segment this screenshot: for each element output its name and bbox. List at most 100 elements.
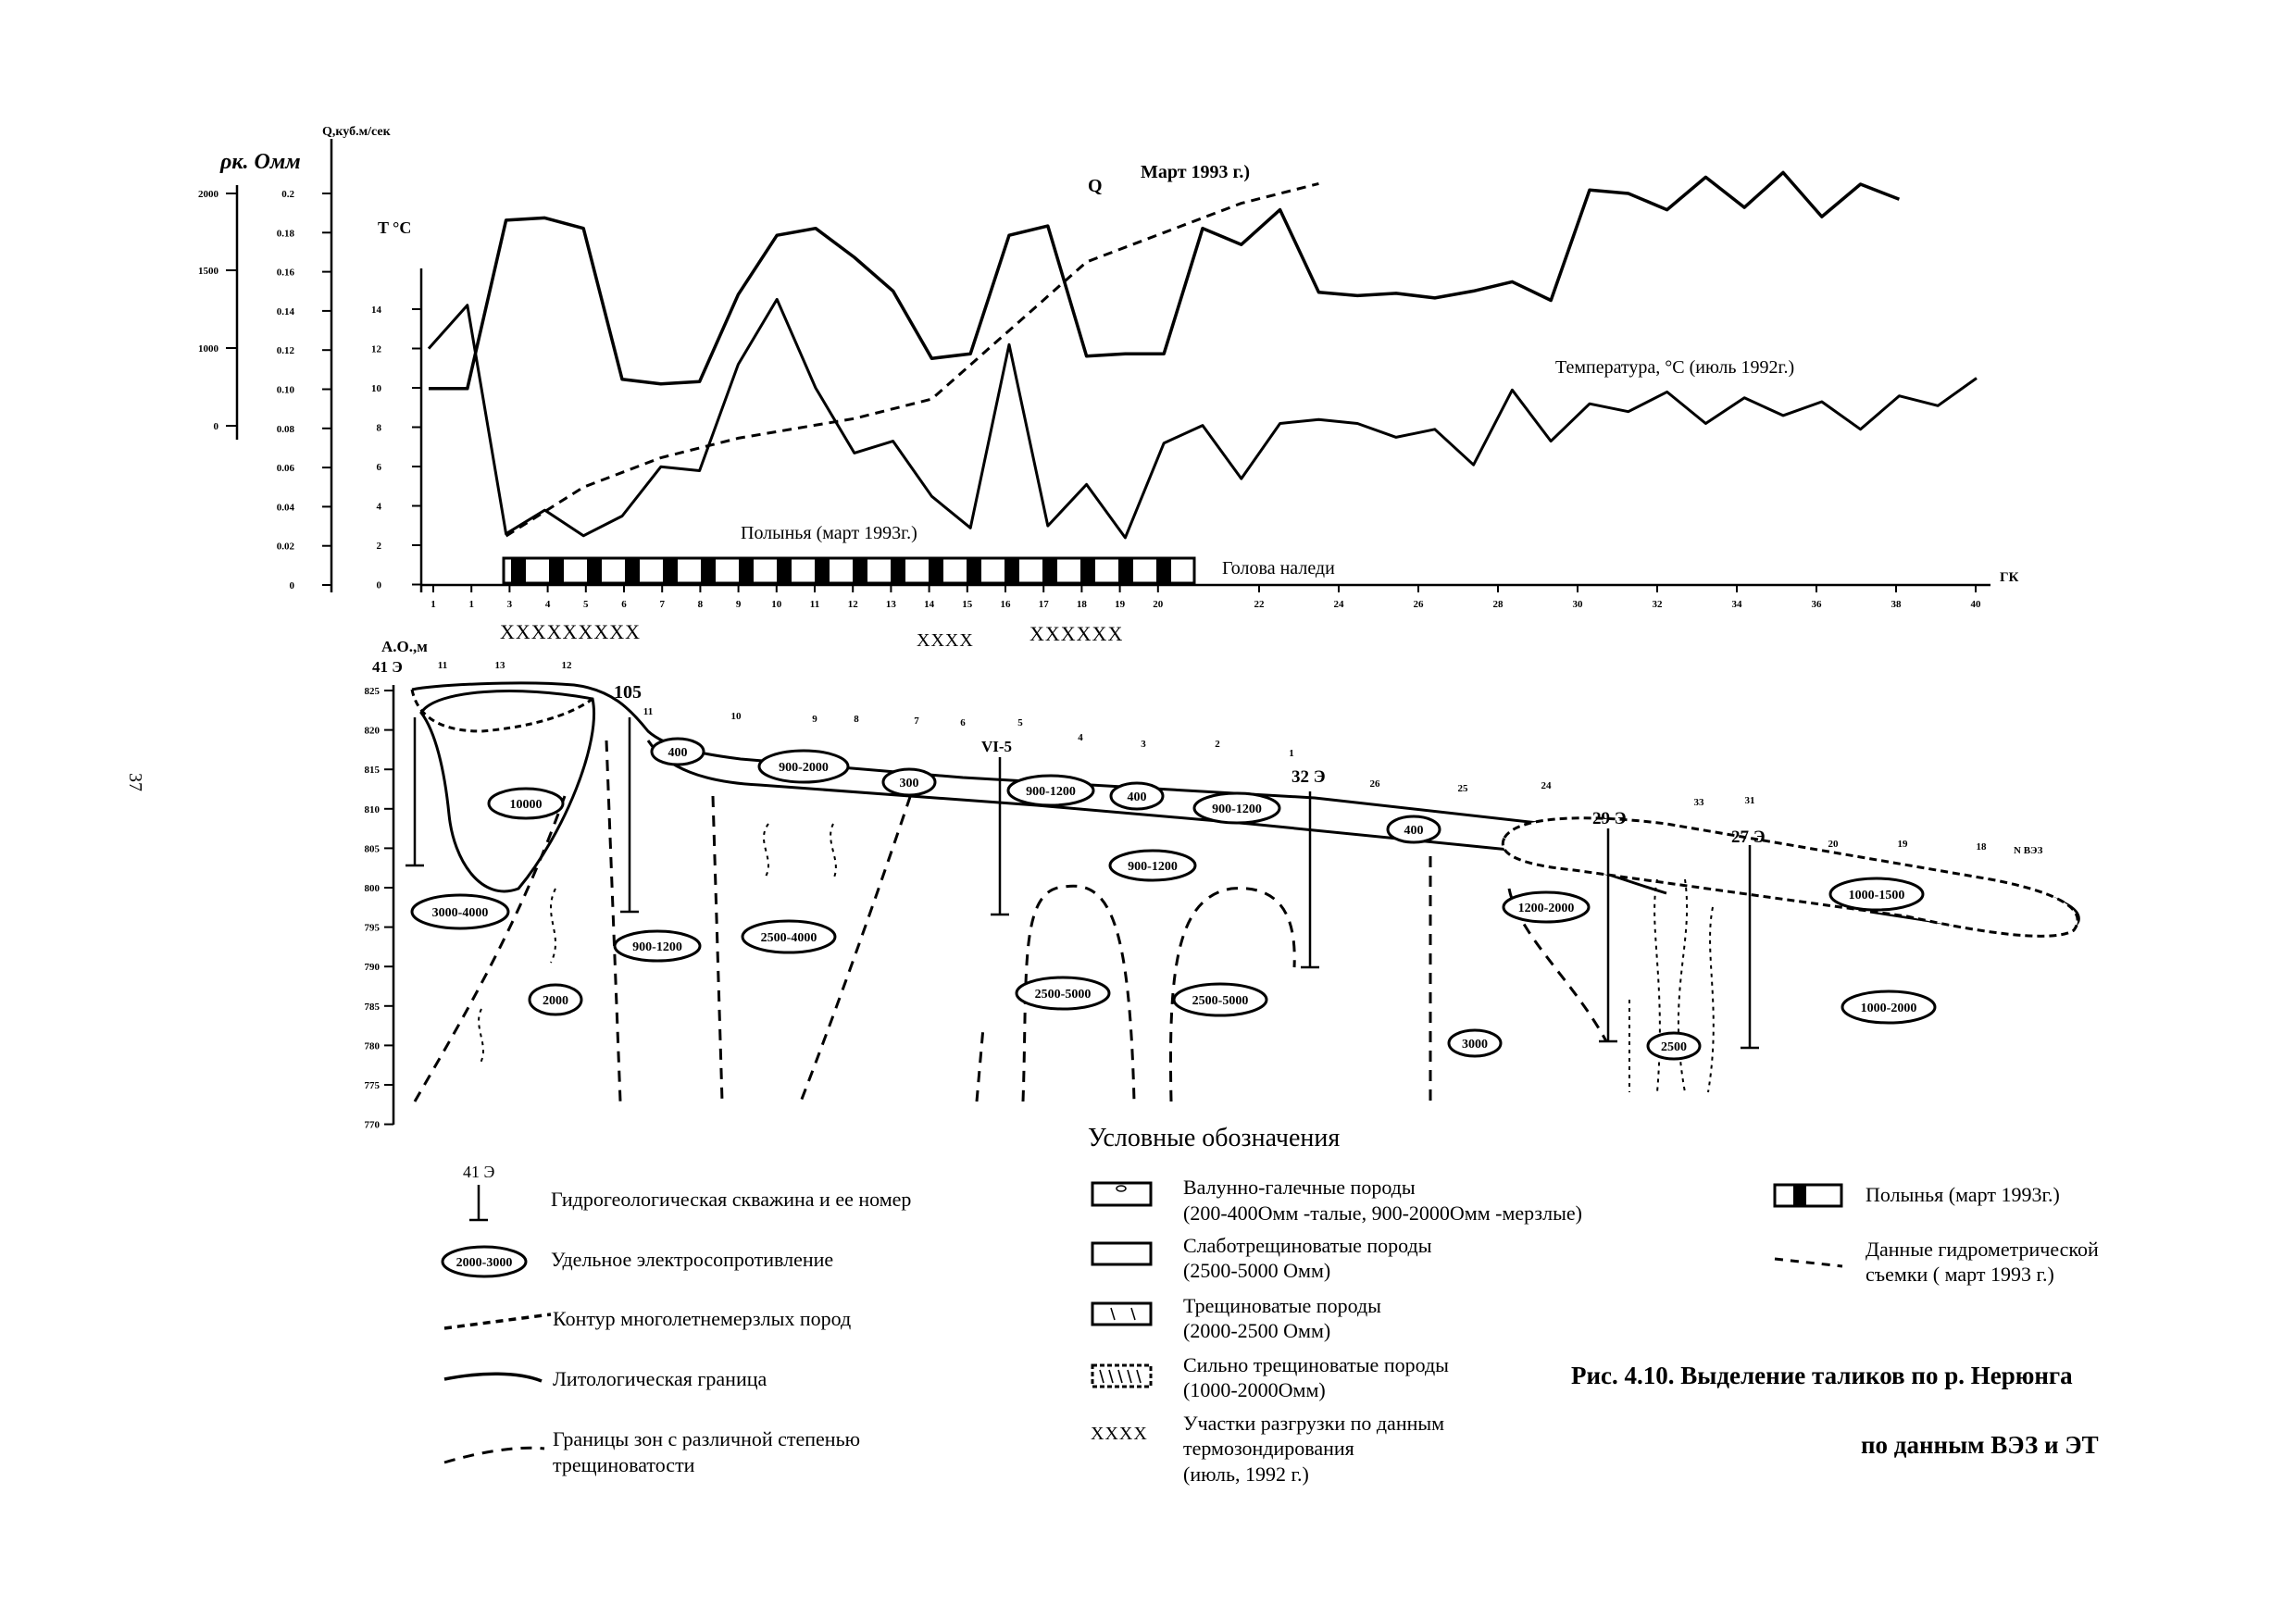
polynya-blocks: [511, 558, 1171, 583]
svg-text:900-1200: 900-1200: [1212, 803, 1262, 816]
svg-text:900-1200: 900-1200: [1026, 785, 1076, 799]
gk-tick-label: 24: [1334, 599, 1345, 610]
gk-tick-label: 32: [1653, 599, 1664, 610]
resistivity-value: 900-1200: [1006, 774, 1095, 807]
gk-tick-label: 18: [1077, 599, 1088, 610]
svg-text:300: 300: [900, 777, 919, 790]
gk-tick-label: 38: [1891, 599, 1903, 610]
legend-hydro-text-1: Данные гидрометрической: [1866, 1238, 2099, 1261]
t-tick-label: 8: [377, 423, 382, 434]
gk-tick-label: 40: [1971, 599, 1982, 610]
legend-resistivity-text: Удельное электросопротивление: [551, 1248, 833, 1271]
q-tick-label: 0.18: [277, 228, 295, 239]
section-y-tick-label: 775: [365, 1080, 381, 1091]
gk-tick-label: 30: [1573, 599, 1584, 610]
legend-discharge-text-2: термозондирования: [1183, 1437, 1354, 1460]
svg-text:3000: 3000: [1462, 1038, 1488, 1052]
section-y-tick-label: 815: [365, 765, 381, 776]
legend-frac-icon: [1091, 1301, 1153, 1326]
svg-text:2500-4000: 2500-4000: [761, 931, 817, 945]
well-label-29E: 29 Э: [1592, 809, 1627, 828]
q-axis-label: Q,куб.м/сек: [322, 125, 392, 139]
legend-hydro-icon: [1774, 1257, 1843, 1268]
ves-point-label: 11: [643, 706, 653, 717]
naled-label: Голова наледи: [1222, 558, 1335, 579]
legend-polynya-icon: [1773, 1183, 1843, 1208]
resistivity-value: 900-1200: [613, 929, 702, 963]
polynya-label: Полынья (март 1993г.): [741, 523, 917, 543]
resistivity-value: 3000-4000: [410, 893, 510, 930]
ves-point-label: 18: [1977, 841, 1988, 853]
q-line-label: Q: [1088, 176, 1103, 196]
section-y-tick-label: 820: [365, 726, 381, 737]
svg-text:1200-2000: 1200-2000: [1518, 902, 1575, 915]
gk-tick-label: 22: [1254, 599, 1266, 610]
resistivity-value: 2500-5000: [1172, 982, 1268, 1017]
q-tick-label: 0.08: [277, 424, 295, 435]
ves-point-label: 8: [854, 714, 859, 725]
ves-point-label: 33: [1694, 797, 1705, 808]
rho-axis-label: ρк. Омм: [219, 150, 301, 174]
q-tick-label: 0.06: [277, 463, 295, 474]
legend-polynya-text: Полынья (март 1993г.): [1866, 1183, 2060, 1206]
series-line-temperature: [427, 297, 1978, 540]
svg-text:2500: 2500: [1661, 1040, 1687, 1054]
gk-tick-label: 10: [771, 599, 782, 610]
ves-point-label: 1: [1289, 748, 1294, 759]
gk-tick-label: 5: [583, 599, 589, 610]
gk-tick-label: 11: [810, 599, 819, 610]
resistivity-value: 2500-5000: [1015, 976, 1111, 1011]
well-41E: 41 Э: [372, 658, 424, 867]
section-y-tick-label: 790: [365, 962, 381, 973]
gk-tick-label: 9: [736, 599, 742, 610]
well-VI-5: VI-5: [981, 738, 1012, 916]
resistivity-values: 100003000-4000900-12002000400900-2000300…: [410, 737, 1937, 1061]
resistivity-value: 400: [1109, 781, 1165, 811]
legend: Условные обозначения 41 Э Гидрогеологиче…: [441, 1124, 2099, 1486]
gk-tick-label: 13: [886, 599, 897, 610]
svg-text:1000-2000: 1000-2000: [1861, 1002, 1917, 1015]
gk-tick-label: 34: [1732, 599, 1743, 610]
march-label: Март 1993 г.): [1141, 162, 1250, 182]
gk-tick-label: 7: [659, 599, 665, 610]
ves-point-label: 2: [1215, 739, 1220, 750]
legend-strong-text-1: Сильно трещиноватые породы: [1183, 1353, 1449, 1376]
svg-text:2500-5000: 2500-5000: [1035, 988, 1092, 1002]
page-number: 37: [125, 773, 145, 791]
rho-tick-label: 1500: [198, 266, 219, 277]
ves-point-label: 26: [1370, 778, 1381, 790]
gk-tick-label: 1: [468, 599, 474, 610]
permafrost-contour-left: [410, 689, 593, 733]
q-tick-label: 0.04: [277, 502, 295, 513]
ves-point-label: 3: [1141, 739, 1146, 750]
ves-point-label: 13: [495, 660, 506, 671]
t-tick-label: 14: [371, 305, 382, 316]
ves-point-label: 20: [1828, 839, 1840, 850]
svg-text:400: 400: [668, 746, 688, 760]
legend-well-sample: 41 Э: [463, 1163, 495, 1181]
discharge-mark-3: XXXXXX: [1029, 622, 1123, 645]
gk-tick-label: 36: [1812, 599, 1823, 610]
gk-tick-label: 28: [1493, 599, 1504, 610]
resistivity-value: 2500-4000: [741, 919, 837, 954]
legend-strong-text-2: (1000-2000Омм): [1183, 1378, 1326, 1401]
legend-resistivity-icon: [441, 1245, 528, 1278]
section-y-label: А.О.,м: [381, 638, 428, 655]
figure-caption-1: Рис. 4.10. Выделение таликов по р. Нерюн…: [1571, 1362, 2073, 1389]
legend-boulder-text-2: (200-400Омм -талые, 900-2000Омм -мерзлые…: [1183, 1201, 1582, 1225]
legend-permafrost-text: Контур многолетнемерзлых пород: [553, 1307, 851, 1330]
ves-point-label: 24: [1541, 780, 1553, 791]
svg-text:10000: 10000: [510, 798, 543, 812]
well-label-27E: 27 Э: [1731, 828, 1766, 847]
legend-litho-icon: [443, 1372, 543, 1383]
gk-tick-label: 12: [848, 599, 859, 610]
svg-text:400: 400: [1128, 790, 1147, 804]
ves-point-label: 19: [1898, 839, 1909, 850]
legend-frac-text-1: Трещиноватые породы: [1183, 1294, 1381, 1317]
cross-section: А.О.,м 825820815810805800795790785780775…: [365, 638, 2080, 1131]
well-label-32E: 32 Э: [1292, 767, 1326, 787]
